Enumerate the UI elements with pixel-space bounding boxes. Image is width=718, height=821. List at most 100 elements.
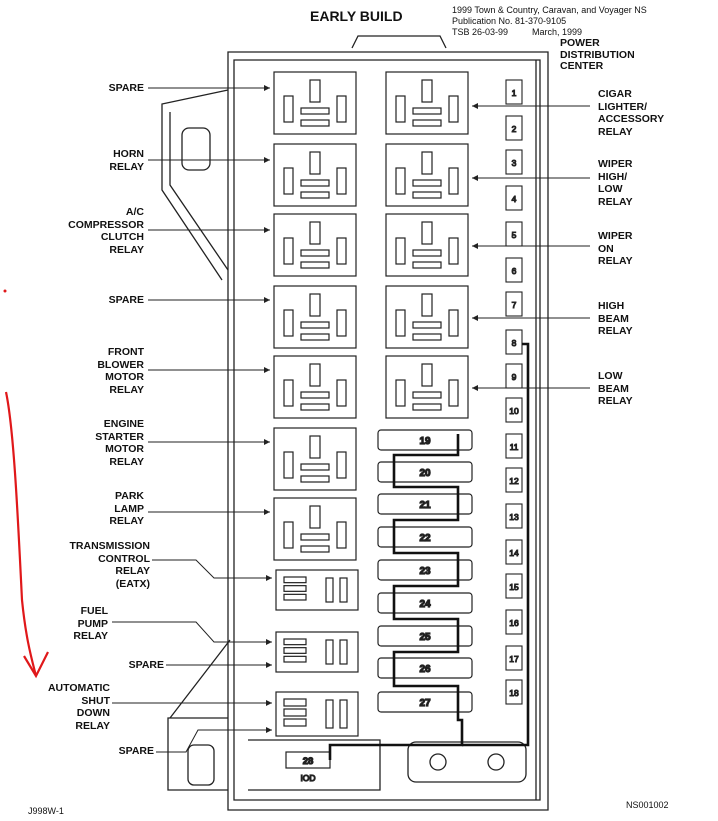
pdc-label-line: POWER <box>560 37 600 49</box>
mini-relay-terminal <box>339 577 348 603</box>
relay-terminal <box>412 321 442 329</box>
relay-left-6 <box>273 427 357 491</box>
relay-terminal <box>421 363 433 387</box>
small-fuse-number: 10 <box>509 406 519 416</box>
label-line: LIGHTER/ <box>598 100 647 113</box>
relay-terminal <box>309 151 321 175</box>
small-fuse-outline <box>505 539 523 565</box>
leader-cigar-head <box>472 103 478 109</box>
mini-relay-terminal <box>339 639 348 665</box>
mini-relay-asd <box>275 691 359 737</box>
relay-outline <box>273 71 357 135</box>
relay-terminal <box>412 107 442 115</box>
leader-asd-head <box>266 700 272 706</box>
relay-terminal <box>300 191 330 199</box>
small-fuse-number: 4 <box>512 194 517 204</box>
relay-terminal <box>421 293 433 317</box>
footer-right-code: NS001002 <box>626 800 669 810</box>
small-fuse-number: 15 <box>509 582 519 592</box>
relay-left-7 <box>273 497 357 561</box>
mini-relay-terminal <box>283 708 307 717</box>
relay-terminal <box>395 309 406 337</box>
leader-horn-relay-head <box>264 157 270 163</box>
label-line: RELAY <box>598 195 633 208</box>
large-fuse-outline <box>377 592 473 614</box>
label-line: TRANSMISSION <box>69 540 150 552</box>
large-fuse-19: 19 <box>377 429 473 451</box>
relay-terminal <box>300 333 330 341</box>
relay-terminal <box>336 521 347 549</box>
leader-spare-4-head <box>266 727 272 733</box>
relay-terminal <box>300 261 330 269</box>
relay-right-1 <box>385 71 469 135</box>
small-fuse-outline <box>505 329 523 355</box>
label-line: AUTOMATIC <box>47 682 110 694</box>
relay-terminal <box>395 379 406 407</box>
label-line: FRONT <box>107 346 144 358</box>
label-line: HORN <box>113 148 144 160</box>
relay-terminal <box>283 167 294 195</box>
relay-outline <box>385 143 469 207</box>
label-line: STARTER <box>95 430 144 443</box>
label-spare-3: SPARE <box>129 659 164 672</box>
label-line: DOWN <box>76 707 110 719</box>
leader-park-relay-head <box>264 509 270 515</box>
label-line: RELAY <box>109 515 144 527</box>
leader-high-beam-head <box>472 315 478 321</box>
relay-terminal <box>300 391 330 399</box>
relay-terminal <box>412 391 442 399</box>
relay-outline <box>385 285 469 349</box>
relay-outline <box>385 355 469 419</box>
large-fuse-outline <box>377 559 473 581</box>
small-fuse-number: 17 <box>509 654 519 664</box>
small-fuse-outline <box>505 397 523 423</box>
relay-right-3 <box>385 213 469 277</box>
label-line: RELAY <box>598 395 633 407</box>
relay-right-5 <box>385 355 469 419</box>
label-line: SHUT <box>81 694 110 707</box>
small-fuse-10: 10 <box>505 397 523 423</box>
leader-spare-4-line <box>156 729 260 753</box>
label-line: RELAY <box>598 255 633 267</box>
label-line: ACCESSORY <box>598 113 665 125</box>
large-fuse-outline <box>377 625 473 647</box>
relay-terminal <box>412 261 442 269</box>
small-fuse-number: 11 <box>510 442 519 452</box>
small-fuse-17: 17 <box>505 645 523 671</box>
pdc-label: POWER DISTRIBUTION CENTER <box>560 37 635 73</box>
pdc-label-line: CENTER <box>560 60 604 72</box>
small-fuse-number: 16 <box>509 618 519 628</box>
label-line: CIGAR <box>598 88 632 100</box>
label-line: ENGINE <box>103 418 144 430</box>
leader-ac-relay-head <box>264 227 270 233</box>
mini-relay-terminal <box>283 576 307 584</box>
label-line: FUEL <box>80 605 108 617</box>
relay-terminal <box>412 191 442 199</box>
label-line: LOW <box>598 183 623 195</box>
leader-tcm-head <box>266 575 272 581</box>
label-line: ON <box>598 242 614 255</box>
small-fuse-2: 2 <box>505 115 523 141</box>
mini-relay-terminal <box>283 585 307 592</box>
relay-right-4 <box>385 285 469 349</box>
label-line: RELAY <box>109 383 144 396</box>
large-fuse-27: 27 <box>377 691 473 713</box>
mini-relay-outline <box>275 631 359 673</box>
large-fuse-outline <box>377 493 473 515</box>
relay-left-4 <box>273 285 357 349</box>
leader-starter-relay-head <box>264 439 270 445</box>
leader-spare-2-head <box>264 297 270 303</box>
leader-blower-relay-head <box>264 367 270 373</box>
relay-terminal <box>421 79 433 103</box>
leader-fuel-line <box>112 621 260 643</box>
small-fuse-outline <box>505 503 523 529</box>
small-fuse-number: 3 <box>512 158 517 168</box>
relay-terminal <box>283 309 294 337</box>
relay-terminal <box>283 379 294 407</box>
relay-terminal <box>412 333 442 341</box>
